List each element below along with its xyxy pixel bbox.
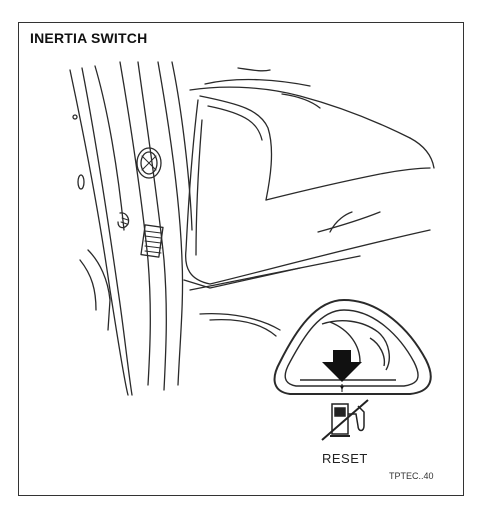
grommet [136, 147, 162, 179]
door-hole [77, 174, 85, 190]
diagram-frame [18, 22, 464, 496]
reference-code: TPTEC..40 [389, 471, 434, 481]
down-arrow-icon [322, 350, 362, 392]
inertia-switch-inset [273, 298, 432, 395]
fuel-pump-crossed-icon [321, 399, 369, 441]
reset-label: RESET [322, 451, 368, 466]
dashboard-edge [189, 86, 411, 139]
pillar-outline [119, 61, 151, 386]
vent-grille [140, 224, 164, 258]
door-frame-line [69, 69, 129, 396]
glovebox [184, 99, 431, 285]
diagram-title: INERTIA SWITCH [30, 30, 148, 46]
